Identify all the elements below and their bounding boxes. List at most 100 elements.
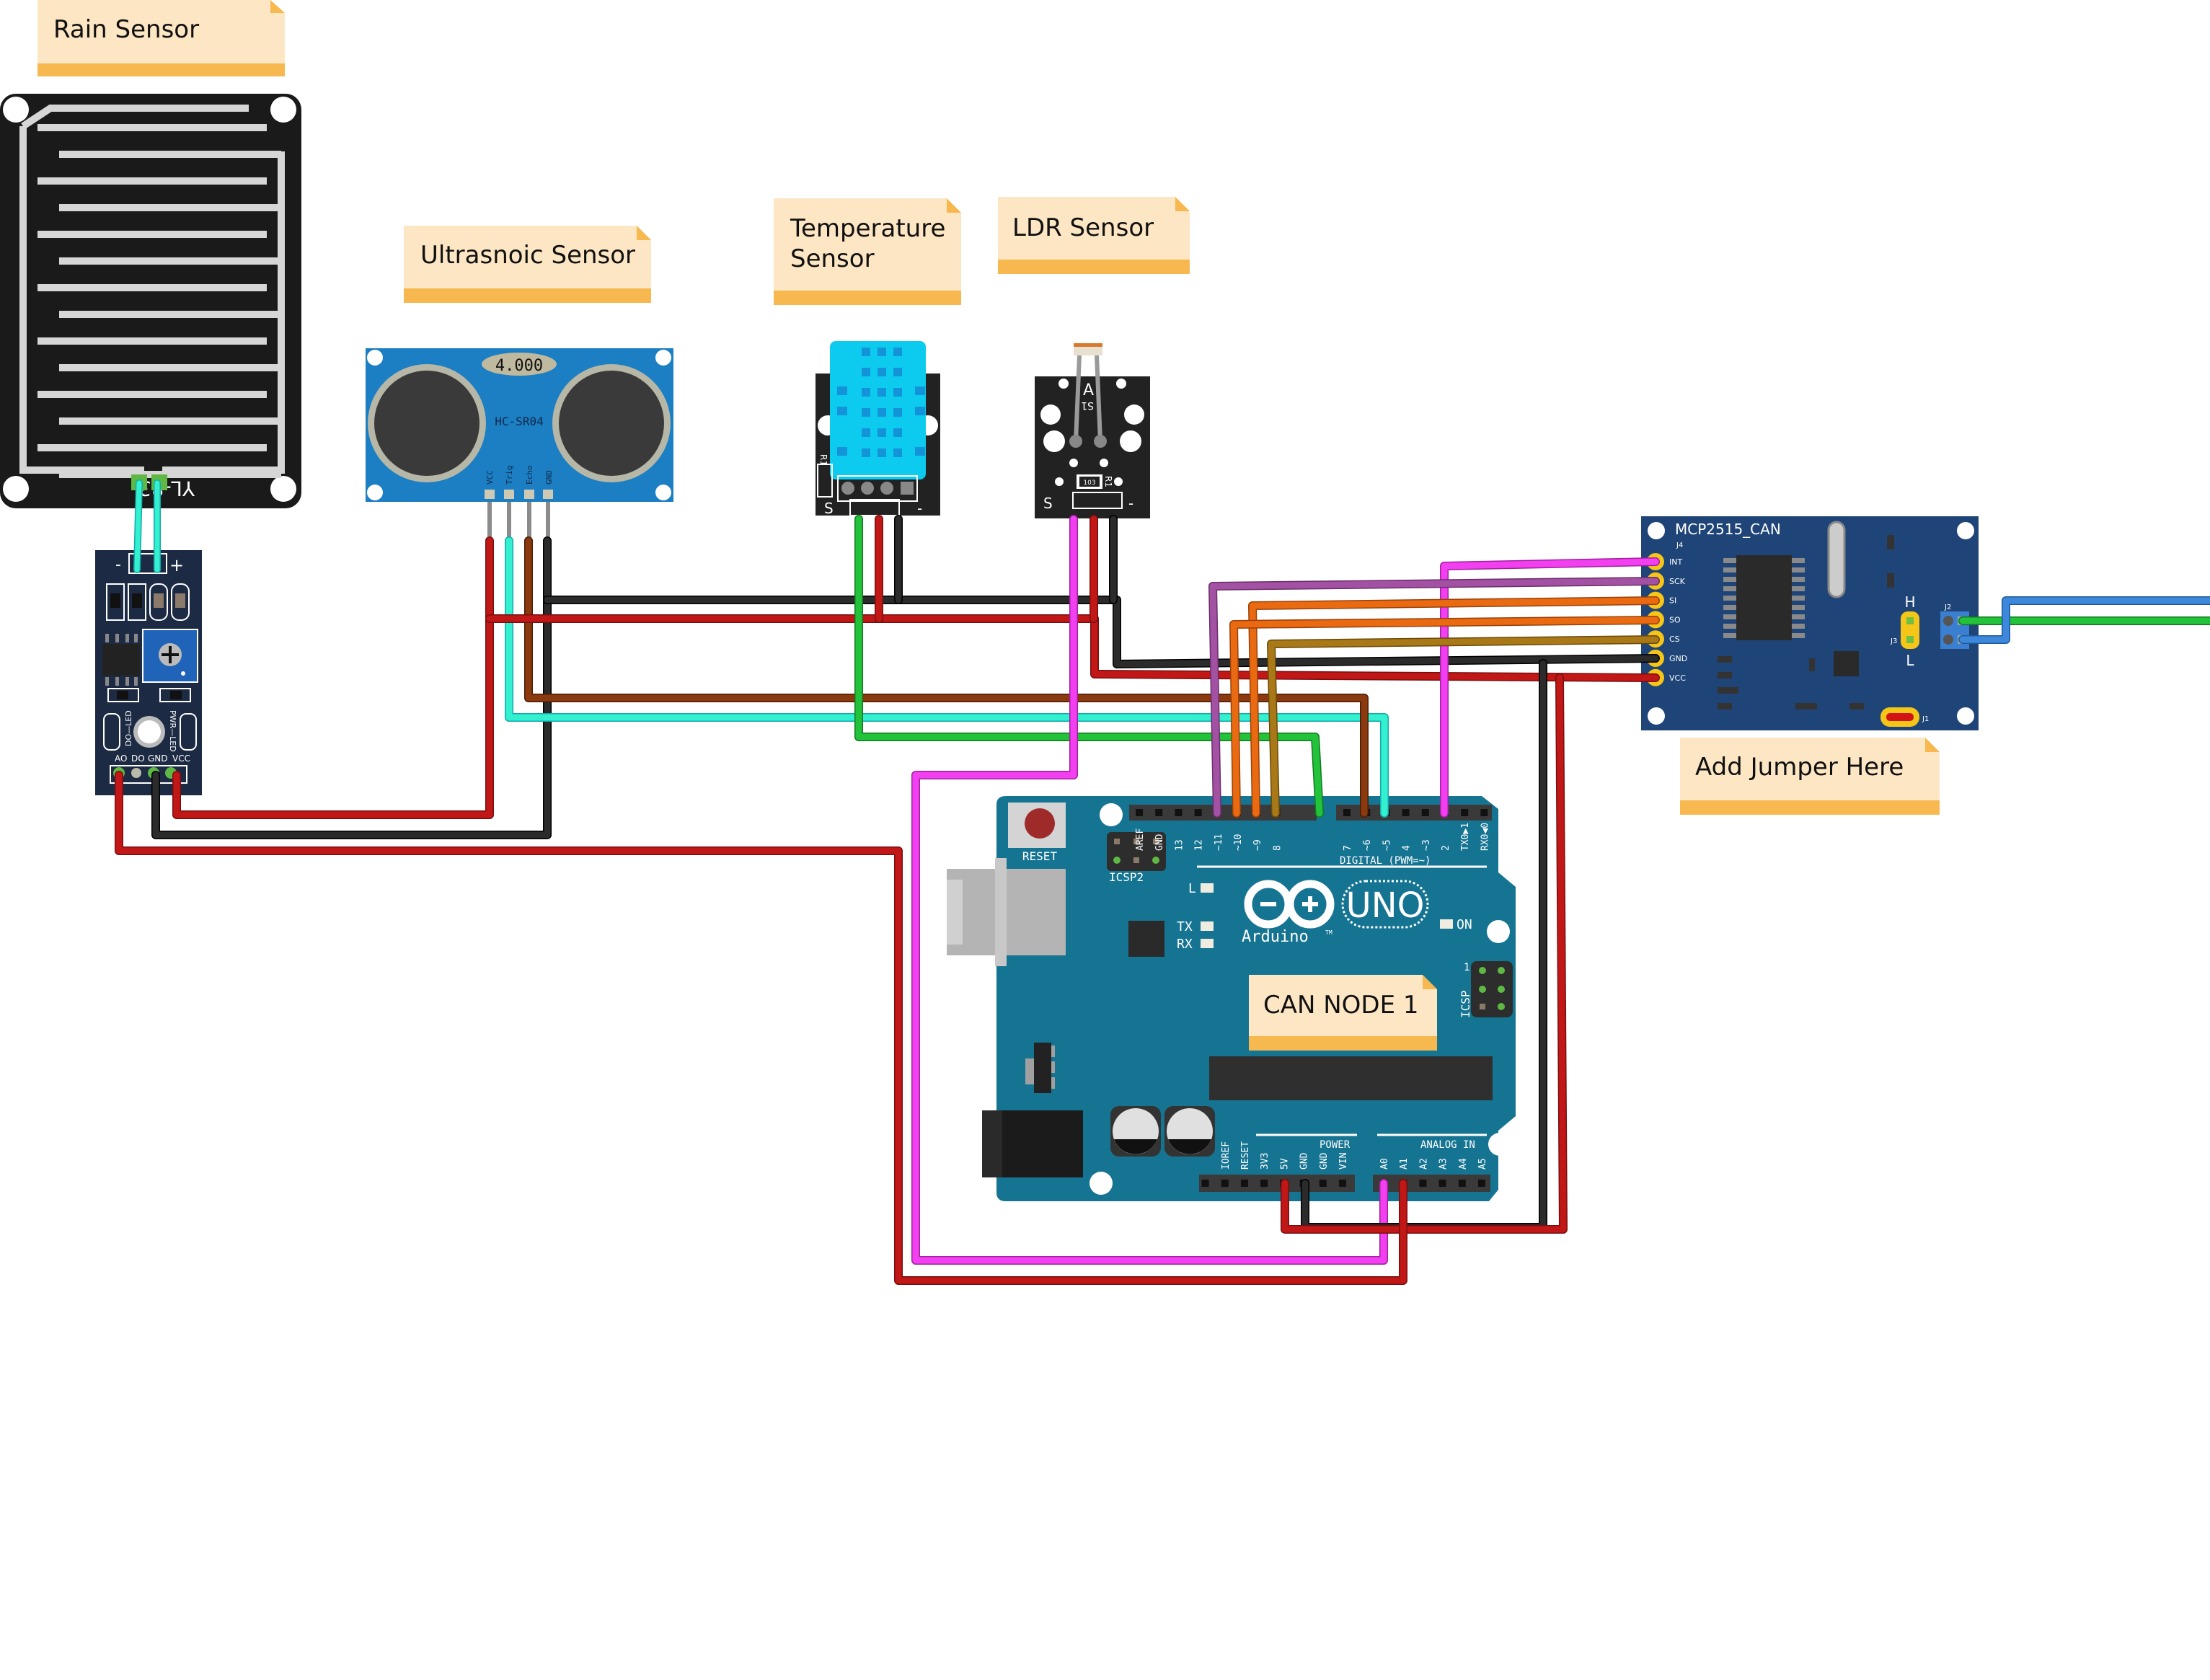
mcp-j4-label: J4	[1676, 541, 1683, 549]
power-pin-label: IOREF	[1221, 1141, 1232, 1170]
mcp-chip-leg	[1723, 633, 1736, 638]
digital-header-hole	[1402, 809, 1410, 816]
dht-vent	[862, 368, 870, 376]
rain-module-do-led: DO—LED	[124, 710, 133, 746]
note-rain-sensor[interactable]: Rain Sensor	[37, 0, 285, 76]
digital-pin-label: ~11	[1214, 834, 1224, 851]
digital-pin-label: 7	[1343, 845, 1353, 851]
note-add-jumper[interactable]: Add Jumper Here	[1680, 738, 1940, 815]
power-header-hole	[1240, 1180, 1248, 1187]
dht-vent	[878, 388, 886, 397]
hcsr04-pin-trig: Trig	[505, 466, 514, 485]
wire-mcp-int	[1441, 558, 1659, 817]
note-can-node-1[interactable]: CAN NODE 1	[1249, 975, 1437, 1051]
rain-sensor-board[interactable]: YL-83	[0, 94, 301, 508]
mcp-label-j2: J2	[1944, 604, 1951, 611]
wire-mcp-si	[1249, 597, 1659, 817]
mcp-pin-label: GND	[1669, 654, 1687, 663]
note-jumper-text: Add Jumper Here	[1695, 753, 1904, 782]
digital-header-hole	[1155, 809, 1163, 816]
dht-label-s: S	[824, 500, 834, 517]
power-header-hole	[1260, 1180, 1268, 1187]
power-pin-label: VIN	[1338, 1153, 1349, 1170]
wire-gnd-bus	[544, 596, 1659, 668]
rain-finger	[59, 471, 281, 478]
rain-module-pwr-led: PWR—LED	[168, 710, 177, 752]
icsp-pin1-label: 1	[1464, 962, 1469, 973]
note-temperature-line2: Sensor	[790, 244, 875, 273]
wire-can-l	[1959, 597, 2210, 643]
mcp-j1-jumper[interactable]	[1880, 707, 1919, 727]
rain-trace-top	[21, 105, 249, 130]
mcp-chip-leg	[1792, 577, 1805, 582]
rain-finger	[37, 337, 267, 345]
mcp-pin-label: SCK	[1669, 577, 1686, 586]
note-node-text: CAN NODE 1	[1263, 991, 1419, 1020]
dht-label-r1: R1	[818, 454, 828, 466]
note-ldr-sensor[interactable]: LDR Sensor	[998, 197, 1190, 274]
mcp-chip-leg	[1792, 558, 1805, 563]
note-ultrasonic-sensor[interactable]: Ultrasnoic Sensor	[404, 226, 651, 303]
wire-us-gnd	[152, 537, 551, 839]
temperature-sensor-dht11[interactable]: R1 S -	[816, 341, 940, 517]
analog-pin-label: A0	[1379, 1158, 1390, 1170]
wire-mcp-cs	[1268, 636, 1659, 817]
led-rx-label: RX	[1177, 937, 1193, 952]
dht-vent	[878, 408, 886, 417]
digital-pin-label: 2	[1441, 845, 1451, 851]
dht-vent	[893, 408, 902, 417]
icsp-label: ICSP	[1459, 990, 1472, 1018]
reset-button[interactable]	[1008, 803, 1066, 848]
dht-vent	[893, 448, 902, 457]
mcp-chip-leg	[1792, 614, 1805, 619]
dht-vent	[862, 428, 870, 437]
wire-mcp-vcc-arduino	[1281, 674, 1567, 1233]
mcp-pin-label: INT	[1669, 557, 1682, 567]
power-header-hole	[1319, 1180, 1327, 1187]
led-tx-label: TX	[1177, 919, 1193, 934]
analog-pin-label: A2	[1418, 1158, 1429, 1170]
hcsr04-crystal-label: 4.000	[495, 357, 543, 375]
digital-pin-label: ~3	[1421, 839, 1432, 851]
power-pin-label: GND	[1299, 1152, 1310, 1170]
rain-module-pin-do: DO	[131, 753, 145, 764]
analog-header-hole	[1478, 1180, 1485, 1187]
digital-header-hole	[1175, 809, 1183, 816]
mcp-title: MCP2515_CAN	[1675, 521, 1781, 538]
ldr-label-s1: S1	[1081, 399, 1094, 411]
mcp-label-h: H	[1904, 593, 1915, 611]
ldr-sensor-module[interactable]: A S1 103 R1 S -	[1035, 343, 1150, 518]
wire-mcp-sck	[1209, 578, 1659, 817]
note-ldr-text: LDR Sensor	[1012, 213, 1154, 242]
mcp-chip-leg	[1723, 614, 1736, 619]
ldr-label-s: S	[1043, 495, 1053, 512]
rain-sensor-module[interactable]: - + DO—LED PWR—LED AO	[95, 550, 202, 795]
power-pin-label: RESET	[1240, 1141, 1251, 1170]
dht-vent	[862, 388, 870, 397]
hcsr04-pin-echo: Echo	[525, 466, 534, 485]
wire-rain-probe-minus	[134, 480, 142, 572]
mcp-chip-leg	[1723, 596, 1736, 601]
rain-finger	[37, 124, 267, 131]
mcp-chip-leg	[1723, 605, 1736, 610]
wire-vcc-bus	[486, 615, 1659, 681]
ldr-label-r1: R1	[1103, 476, 1113, 487]
note-temperature-sensor[interactable]: Temperature Sensor	[774, 198, 961, 305]
power-pin-label: GND	[1319, 1152, 1330, 1170]
wire-mcp-si-outline	[1248, 596, 1660, 818]
mcp-chip-leg	[1723, 577, 1736, 582]
ultrasonic-sensor-hcsr04[interactable]: 4.000 HC-SR04 VCC Trig Echo GND	[366, 348, 673, 539]
rain-comb-traces	[19, 105, 285, 478]
digital-pin-label: ~10	[1233, 834, 1244, 851]
icsp2-label: ICSP2	[1109, 870, 1144, 884]
rain-module-plus: +	[169, 555, 184, 575]
analog-pin-label: A5	[1477, 1158, 1488, 1170]
mcp-chip-leg	[1723, 586, 1736, 591]
analog-header-hole	[1458, 1180, 1466, 1187]
mcp-chip-leg	[1792, 633, 1805, 638]
mcp-pin-label: VCC	[1669, 673, 1686, 683]
mcp-label-j3: J3	[1890, 637, 1897, 645]
